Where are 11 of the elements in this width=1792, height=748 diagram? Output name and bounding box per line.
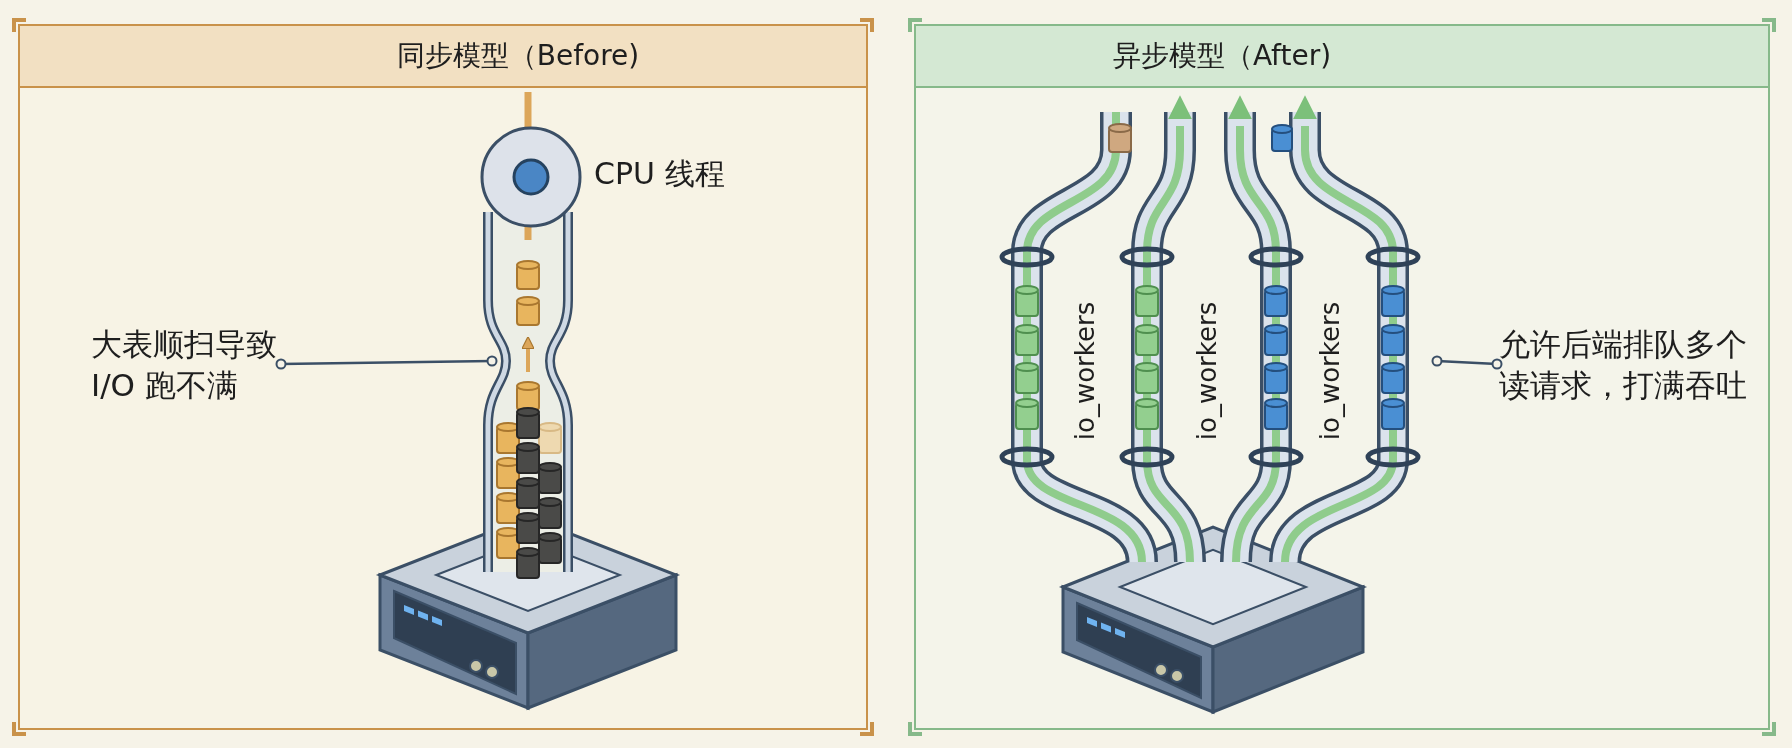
- worker-label: io_workers: [1192, 301, 1222, 441]
- callout-text: 大表顺扫导致I/O 跑不满: [91, 324, 283, 408]
- heading-band: 异步模型（After): [916, 26, 1768, 88]
- worker-label: io_workers: [1315, 301, 1345, 441]
- circle-symbol: [480, 126, 582, 228]
- callout-text: 允许后端排队多个读请求，打满吞吐: [1499, 324, 1751, 408]
- leader-line: [275, 355, 498, 370]
- thread-label: CPU 线程: [594, 155, 725, 193]
- worker-label: io_workers: [1070, 301, 1100, 441]
- leader-line: [1431, 355, 1503, 370]
- heading-band: 同步模型（Before): [20, 26, 866, 88]
